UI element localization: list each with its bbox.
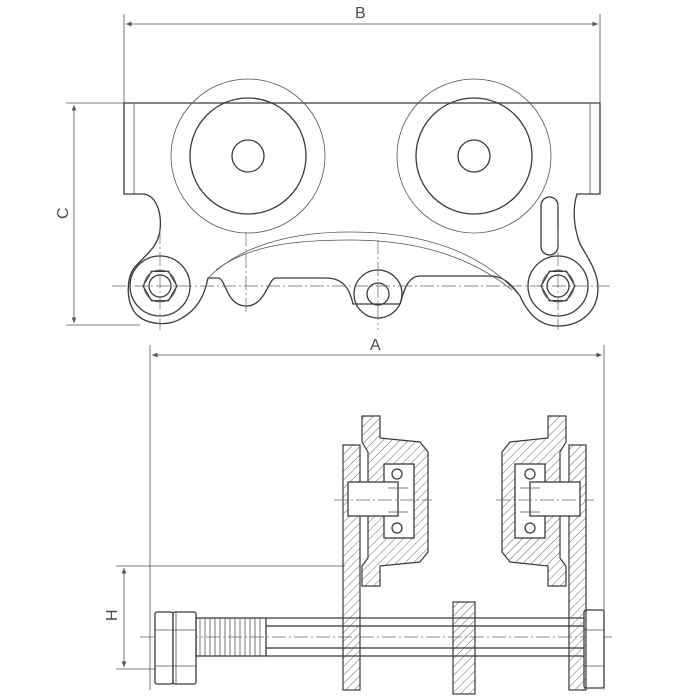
- dimension-a-label: A: [370, 337, 381, 354]
- end-nut-right: [583, 609, 605, 689]
- wheel-section-right: [496, 415, 594, 587]
- side-view: B C: [55, 5, 610, 690]
- wheel-left: [170, 78, 326, 234]
- wheel-section-left: [334, 415, 432, 587]
- wheel-right: [396, 78, 552, 234]
- center-spacer: [452, 601, 476, 695]
- dimension-b-label: B: [355, 5, 366, 22]
- adjust-slot: [540, 196, 559, 256]
- front-section-view: H: [104, 415, 612, 695]
- axle-rod: [140, 617, 612, 657]
- dimension-c: C: [55, 102, 140, 326]
- dimension-h: H: [104, 565, 345, 670]
- dimension-c-label: C: [55, 207, 72, 219]
- dimension-b: B: [123, 5, 601, 105]
- dimension-h-label: H: [104, 609, 121, 621]
- end-nut-left: [154, 611, 197, 685]
